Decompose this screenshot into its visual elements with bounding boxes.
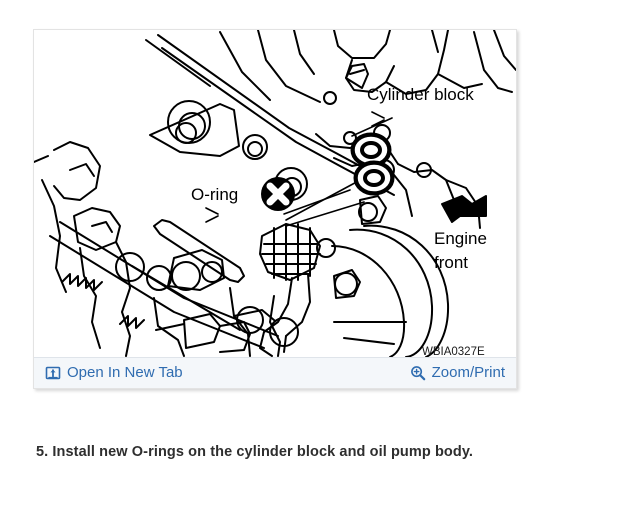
step-instruction-text: 5. Install new O-rings on the cylinder b… (36, 444, 474, 460)
open-in-new-tab-button[interactable]: Open In New Tab (45, 363, 183, 383)
open-in-new-tab-icon (45, 365, 61, 381)
label-cylinder-block: Cylinder block (367, 85, 474, 104)
zoom-print-button[interactable]: Zoom/Print (410, 363, 505, 383)
magnifier-plus-icon (410, 365, 426, 381)
figure-code: WBIA0327E (422, 346, 485, 357)
label-engine-front-line1: Engine (434, 229, 487, 248)
figure-image[interactable]: Cylinder block O-ring Engine front WBIA0… (34, 30, 516, 357)
label-engine-front-line2: front (434, 253, 468, 272)
open-in-new-tab-label: Open In New Tab (67, 364, 183, 381)
circled-x-marker (261, 177, 295, 211)
figure-toolbar: Open In New Tab Zoom/Print (34, 357, 516, 388)
figure-card: Cylinder block O-ring Engine front WBIA0… (33, 29, 517, 389)
o-ring-part (350, 132, 395, 196)
engine-line-drawing: Cylinder block O-ring Engine front WBIA0… (34, 30, 516, 357)
zoom-print-label: Zoom/Print (431, 364, 505, 381)
engine-front-arrow-icon (441, 195, 487, 223)
label-o-ring: O-ring (191, 185, 238, 204)
